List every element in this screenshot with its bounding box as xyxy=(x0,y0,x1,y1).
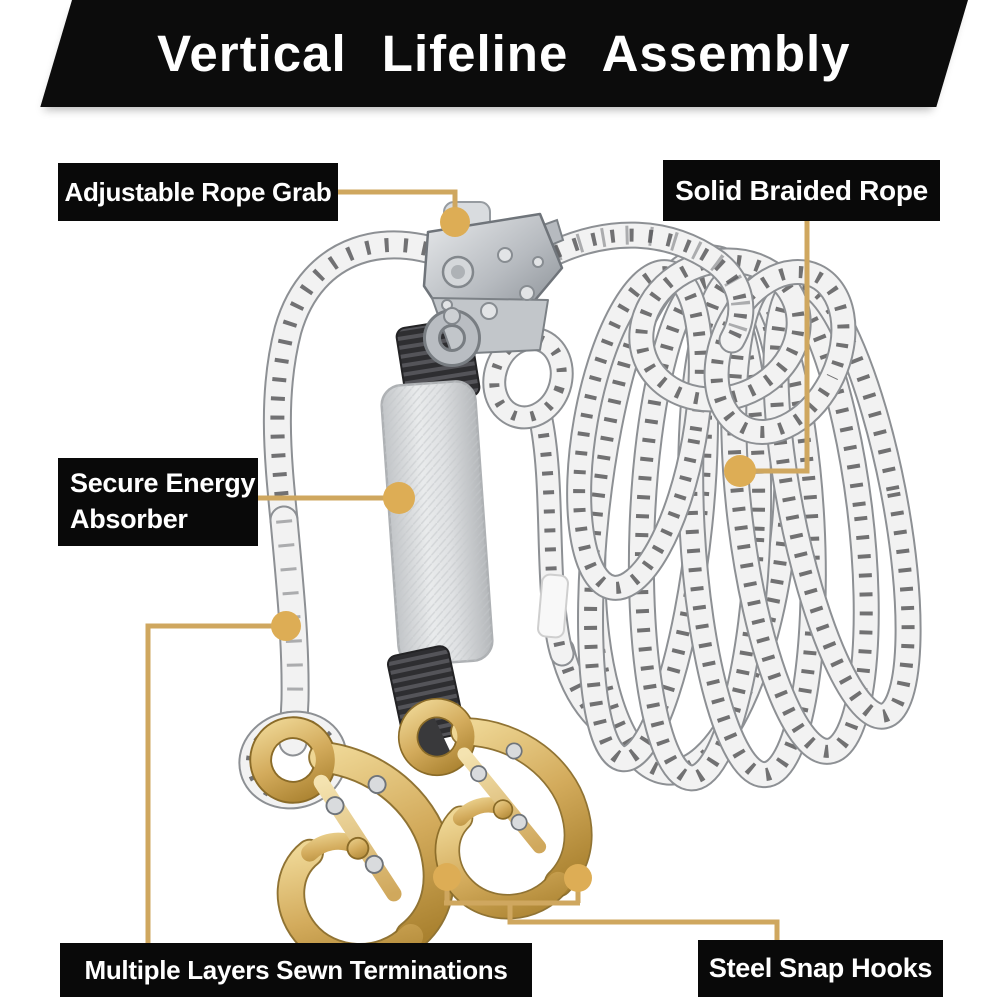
label-sewn-terminations: Multiple Layers Sewn Terminations xyxy=(60,943,532,997)
callout-dots xyxy=(271,207,756,892)
rope-whipping-tape xyxy=(537,573,569,639)
rope-grab-device xyxy=(422,201,565,367)
callout-line-braided-rope xyxy=(748,221,810,474)
callout-dot-absorber xyxy=(383,482,415,514)
callout-dot-rope-grab xyxy=(440,207,470,237)
callout-line-hooks-d xyxy=(507,903,780,941)
label-solid-braided-rope: Solid Braided Rope xyxy=(663,160,940,221)
energy-absorber xyxy=(380,317,494,769)
callout-dot-hook-left xyxy=(433,863,461,891)
label-secure-energy-absorber: Secure Energy Absorber xyxy=(58,458,258,546)
swivel-shackle xyxy=(423,307,481,367)
callout-dot-sewn xyxy=(271,611,301,641)
label-adjustable-rope-grab: Adjustable Rope Grab xyxy=(58,163,338,221)
rope-tail-eye xyxy=(484,330,571,654)
label-steel-snap-hooks: Steel Snap Hooks xyxy=(698,940,943,997)
callout-dot-hook-right xyxy=(564,864,592,892)
callout-line-sewn xyxy=(145,623,283,943)
callout-line-rope-grab xyxy=(338,189,458,218)
absorber-sleeve xyxy=(380,380,494,666)
callout-lines xyxy=(145,189,810,943)
callout-dot-braided-rope xyxy=(724,455,756,487)
absorber-strap xyxy=(409,709,451,769)
